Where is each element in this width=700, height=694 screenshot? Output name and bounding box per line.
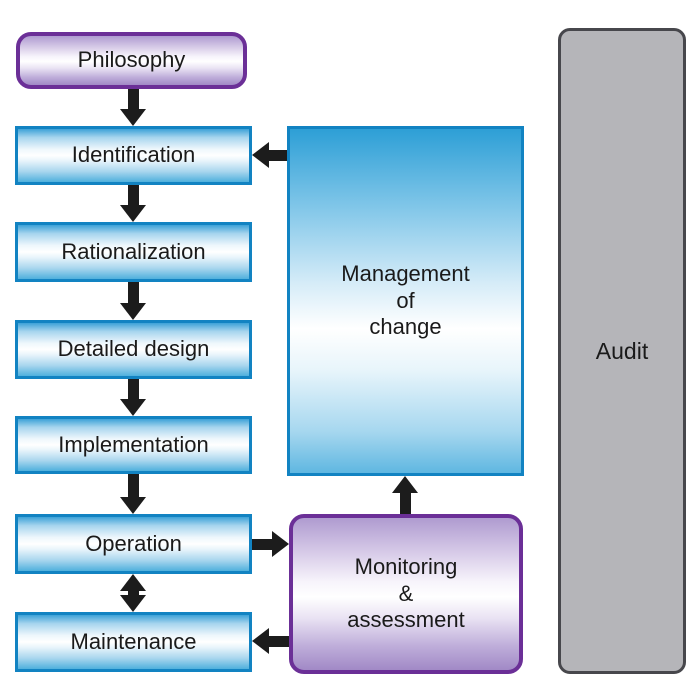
detailed-design-box: Detailed design (15, 320, 252, 379)
maintenance-box: Maintenance (15, 612, 252, 672)
arrow-detailed-design-to-implementation-icon (120, 379, 146, 416)
arrow-monitoring-to-management-icon (392, 476, 418, 514)
arrow-identification-to-rationalization-icon (120, 185, 146, 222)
audit-box: Audit (558, 28, 686, 674)
philosophy-box: Philosophy (16, 32, 247, 89)
management-of-change-box: Management of change (287, 126, 524, 476)
audit-label: Audit (595, 337, 649, 364)
monitoring-assessment-box: Monitoring & assessment (289, 514, 523, 674)
rationalization-label: Rationalization (61, 238, 206, 264)
philosophy-label: Philosophy (77, 47, 186, 73)
rationalization-box: Rationalization (15, 222, 252, 282)
operation-label: Operation (85, 530, 182, 556)
maintenance-label: Maintenance (70, 628, 197, 654)
implementation-label: Implementation (58, 431, 209, 457)
arrow-operation-to-monitoring-icon (252, 531, 289, 557)
arrow-implementation-to-operation-icon (120, 474, 146, 514)
identification-box: Identification (15, 126, 252, 185)
operation-box: Operation (15, 514, 252, 574)
implementation-box: Implementation (15, 416, 252, 474)
monitoring-assessment-label: Monitoring & assessment (347, 553, 465, 633)
management-of-change-label: Management of change (341, 260, 470, 340)
arrow-operation-maintenance-bidirectional-icon (120, 574, 146, 612)
identification-label: Identification (71, 142, 196, 168)
arrow-rationalization-to-detailed-design-icon (120, 282, 146, 320)
arrow-management-to-identification-icon (252, 142, 287, 168)
arrow-philosophy-to-identification-icon (120, 89, 146, 126)
detailed-design-label: Detailed design (57, 336, 210, 362)
arrow-monitoring-to-maintenance-icon (252, 628, 289, 654)
